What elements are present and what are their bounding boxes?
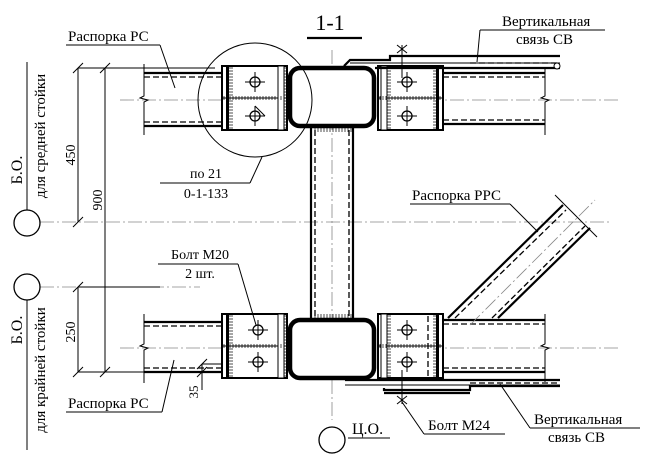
axis-edge-label-bo: Б.О. xyxy=(9,316,26,345)
detail-callout-circle xyxy=(197,42,313,158)
label-bolt-m20-1: Болт М20 xyxy=(171,248,229,263)
label-strut-bottom: Распорка РС xyxy=(68,396,149,412)
axis-marker-center xyxy=(318,426,346,454)
brace-plate-top xyxy=(343,44,561,78)
column-web xyxy=(309,128,355,318)
label-bolt-m20-2: 2 шт. xyxy=(185,267,215,282)
strut-top-right xyxy=(443,68,551,135)
axis-middle-label-desc: для средней стойки xyxy=(33,74,49,198)
bolt-icon xyxy=(397,320,417,340)
label-vertical-brace-top-2: связь СВ xyxy=(516,32,573,48)
dimension-lines xyxy=(72,62,225,390)
column-section-bottom xyxy=(287,317,377,381)
label-strut-top: Распорка РС xyxy=(68,29,149,45)
label-center-axis: Ц.О. xyxy=(352,421,383,438)
bolt-icon xyxy=(397,352,417,372)
weld-hatching xyxy=(223,67,441,377)
strut-bottom-left xyxy=(138,314,222,383)
dimension-250: 250 xyxy=(64,322,79,343)
bolt-icon xyxy=(397,106,417,126)
bolt-icon xyxy=(245,72,265,92)
section-title: 1-1 xyxy=(315,10,344,35)
label-vertical-brace-bottom-2: связь СВ xyxy=(548,430,605,446)
bolt-icon xyxy=(248,352,268,372)
bolt-icon xyxy=(245,105,266,126)
bolt-icon xyxy=(248,320,268,340)
label-vertical-brace-top-1: Вертикальная xyxy=(502,14,590,30)
column-section-top xyxy=(287,65,377,129)
axis-marker-edge xyxy=(13,273,41,301)
label-vertical-brace-bottom-1: Вертикальная xyxy=(534,412,622,428)
brace-plate-bottom xyxy=(345,370,560,405)
label-bolt-m24: Болт М24 xyxy=(428,418,491,434)
dimension-35: 35 xyxy=(186,386,201,399)
strut-top-left xyxy=(138,64,222,135)
axis-edge-label-desc: для крайней стойки xyxy=(33,307,49,433)
bolt-icon xyxy=(397,72,417,92)
axis-marker-middle xyxy=(13,209,41,237)
strut-bottom-right xyxy=(443,314,551,382)
dimension-450: 450 xyxy=(64,145,79,166)
dimension-900: 900 xyxy=(91,190,106,211)
label-node-ref-1: по 21 xyxy=(190,167,222,182)
label-diagonal-strut: Распорка РРС xyxy=(412,188,501,204)
label-node-ref-2: 0-1-133 xyxy=(184,187,228,202)
leader-lines xyxy=(66,29,640,439)
diagonal-strut xyxy=(447,194,598,326)
axis-middle-label-bo: Б.О. xyxy=(9,156,26,185)
